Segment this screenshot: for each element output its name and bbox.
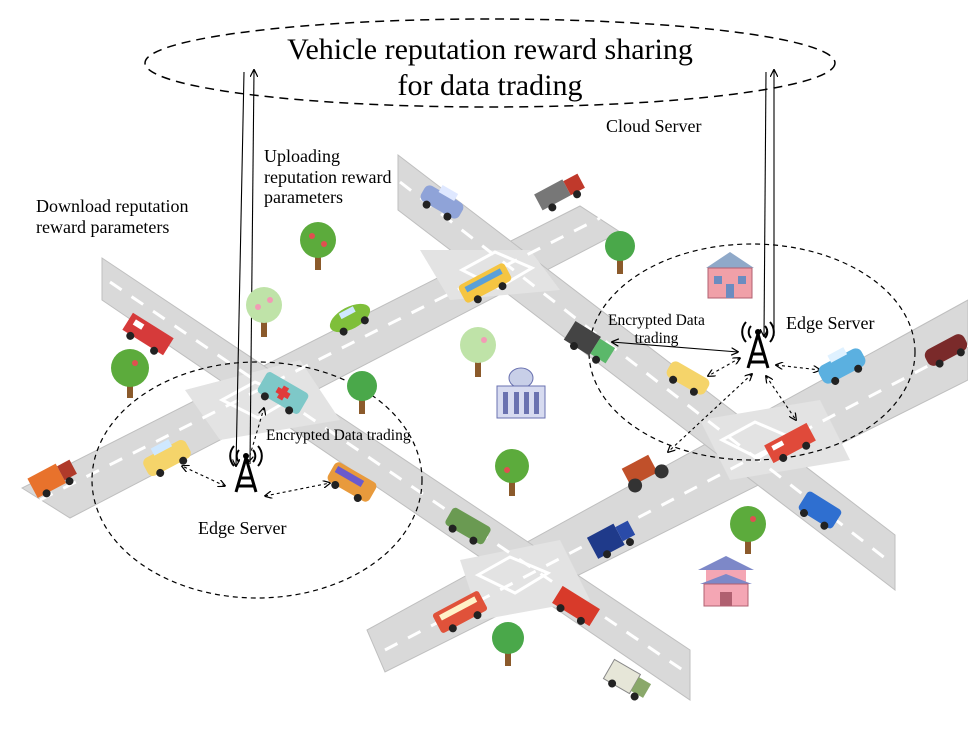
- government-building-icon: [496, 367, 546, 419]
- car-icon: [27, 173, 968, 701]
- edge-coverage-left: [91, 361, 423, 599]
- edge-coverage-right: [588, 243, 916, 461]
- title-line-1: Vehicle reputation reward sharing: [287, 33, 693, 66]
- pagoda-icon: [698, 556, 754, 607]
- tree-icon: [111, 222, 766, 666]
- download-label: Download reputation reward parameters: [36, 196, 188, 237]
- cloud-down-arrow: [764, 71, 766, 336]
- cell-tower-icon: [741, 321, 775, 369]
- download-label-line-2: reward parameters: [36, 216, 170, 237]
- upload-label: Uploading reputation reward parameters: [264, 146, 391, 208]
- upload-arrow: [249, 70, 254, 465]
- house-icon: [706, 252, 754, 299]
- upload-label-line-2: reputation reward: [264, 166, 392, 187]
- download-label-line-1: Download reputation: [36, 196, 189, 216]
- encrypted-data-trading-left: Encrypted Data trading: [266, 427, 411, 444]
- title-ellipse: [144, 18, 836, 108]
- upload-label-line-1: Uploading: [264, 146, 340, 166]
- upload-label-line-3: parameters: [264, 187, 343, 208]
- encrypted-data-trading-right: Encrypted Data trading: [608, 312, 705, 348]
- encrypted-right-line-2: trading: [634, 329, 679, 347]
- encrypted-right-line-1: Encrypted Data: [608, 312, 705, 329]
- edge-server-left-label: Edge Server: [198, 518, 287, 538]
- title-line-2: for data trading: [397, 69, 583, 102]
- edge-server-right-label: Edge Server: [786, 313, 875, 333]
- title: Vehicle reputation reward sharing for da…: [240, 32, 740, 104]
- cloud-server-label: Cloud Server: [606, 116, 702, 136]
- truck-link: [612, 342, 738, 352]
- cell-tower-icon: [229, 445, 263, 493]
- download-arrow: [236, 71, 245, 466]
